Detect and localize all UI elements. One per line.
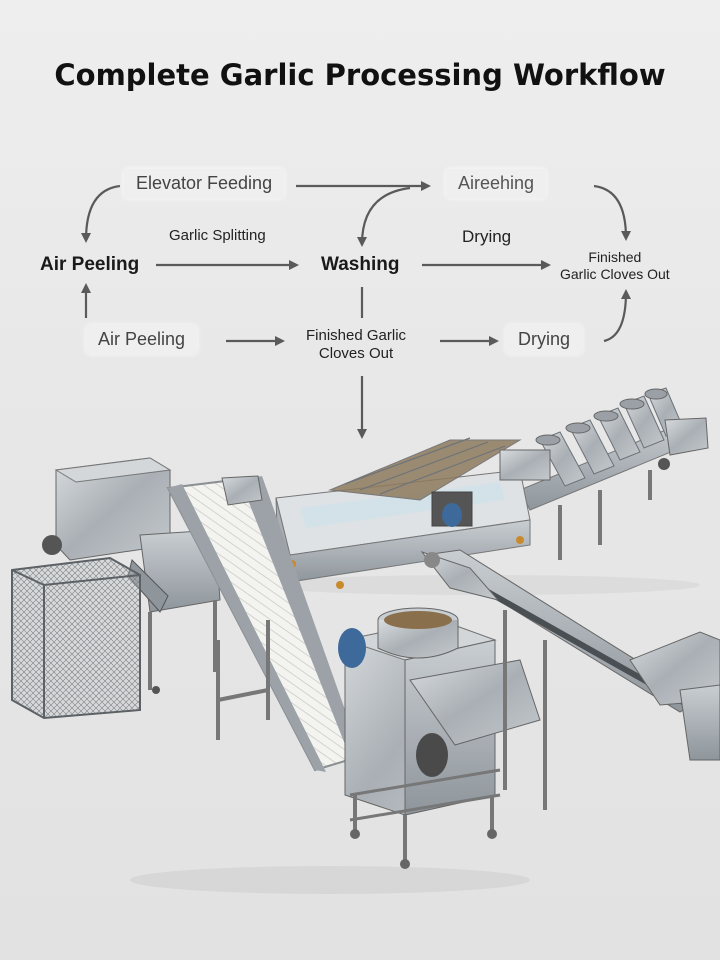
bubble-washing-machine [275, 437, 551, 589]
node-air-peeling-bottom: Air Peeling [86, 325, 198, 354]
roller-drying-line [519, 387, 709, 560]
workflow-arrows [81, 181, 631, 439]
arrow-elevator-to-airpeeling [81, 184, 121, 243]
node-garlic-splitting: Garlic Splitting [169, 227, 266, 244]
processing-line-illustration [11, 387, 720, 894]
node-air-peeling: Air Peeling [40, 254, 140, 275]
arrow-aireehing-to-finished [593, 184, 631, 241]
inclined-belt-elevator [166, 475, 360, 772]
page-title: Complete Garlic Processing Workflow [54, 58, 666, 92]
node-finished-mid: Finished Garlic Cloves Out [306, 327, 406, 363]
arrow-drying-to-finished [603, 289, 631, 343]
output-conveyor [420, 549, 720, 810]
finished-top-line1: Finished [588, 249, 642, 265]
finished-mid-line2: Cloves Out [318, 345, 394, 362]
node-washing: Washing [321, 254, 400, 275]
node-aireehing: Aireehing [446, 169, 547, 198]
node-drying-bottom: Drying [506, 325, 583, 354]
node-elevator-feeding: Elevator Feeding [124, 169, 285, 198]
finished-mid-line1: Finished Garlic [306, 327, 407, 344]
node-finished-top: Finished Garlic Cloves Out [560, 249, 670, 283]
finished-top-line2: Garlic Cloves Out [560, 266, 670, 282]
air-peeling-machine [338, 607, 541, 869]
arrow-aireehing-to-washing [357, 186, 411, 247]
node-drying-top: Drying [462, 227, 512, 246]
